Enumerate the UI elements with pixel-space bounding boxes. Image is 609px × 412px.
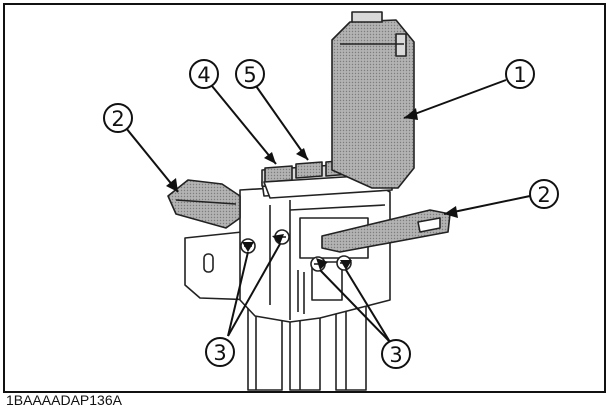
figure-code: 1BAAAADAP136A (6, 392, 123, 408)
svg-text:5: 5 (243, 63, 256, 87)
callout-5: 5 (235, 59, 265, 89)
svg-text:2: 2 (111, 107, 124, 131)
arrow-heads (166, 108, 458, 270)
callout-2-right: 2 (529, 179, 559, 209)
hinged-cover (331, 11, 415, 189)
svg-text:3: 3 (213, 341, 226, 365)
callout-2-left: 2 (103, 103, 133, 133)
callout-4: 4 (189, 59, 219, 89)
console-body (239, 175, 391, 323)
callout-3-left: 3 (205, 337, 235, 367)
callout-1: 1 (505, 59, 535, 89)
svg-text:2: 2 (537, 183, 550, 207)
right-arm (321, 209, 451, 253)
left-arm (167, 179, 241, 229)
svg-text:3: 3 (389, 343, 402, 367)
svg-text:4: 4 (197, 63, 210, 87)
leader-lines (125, 79, 531, 343)
svg-text:1: 1 (513, 63, 526, 87)
callout-3-right: 3 (381, 339, 411, 369)
